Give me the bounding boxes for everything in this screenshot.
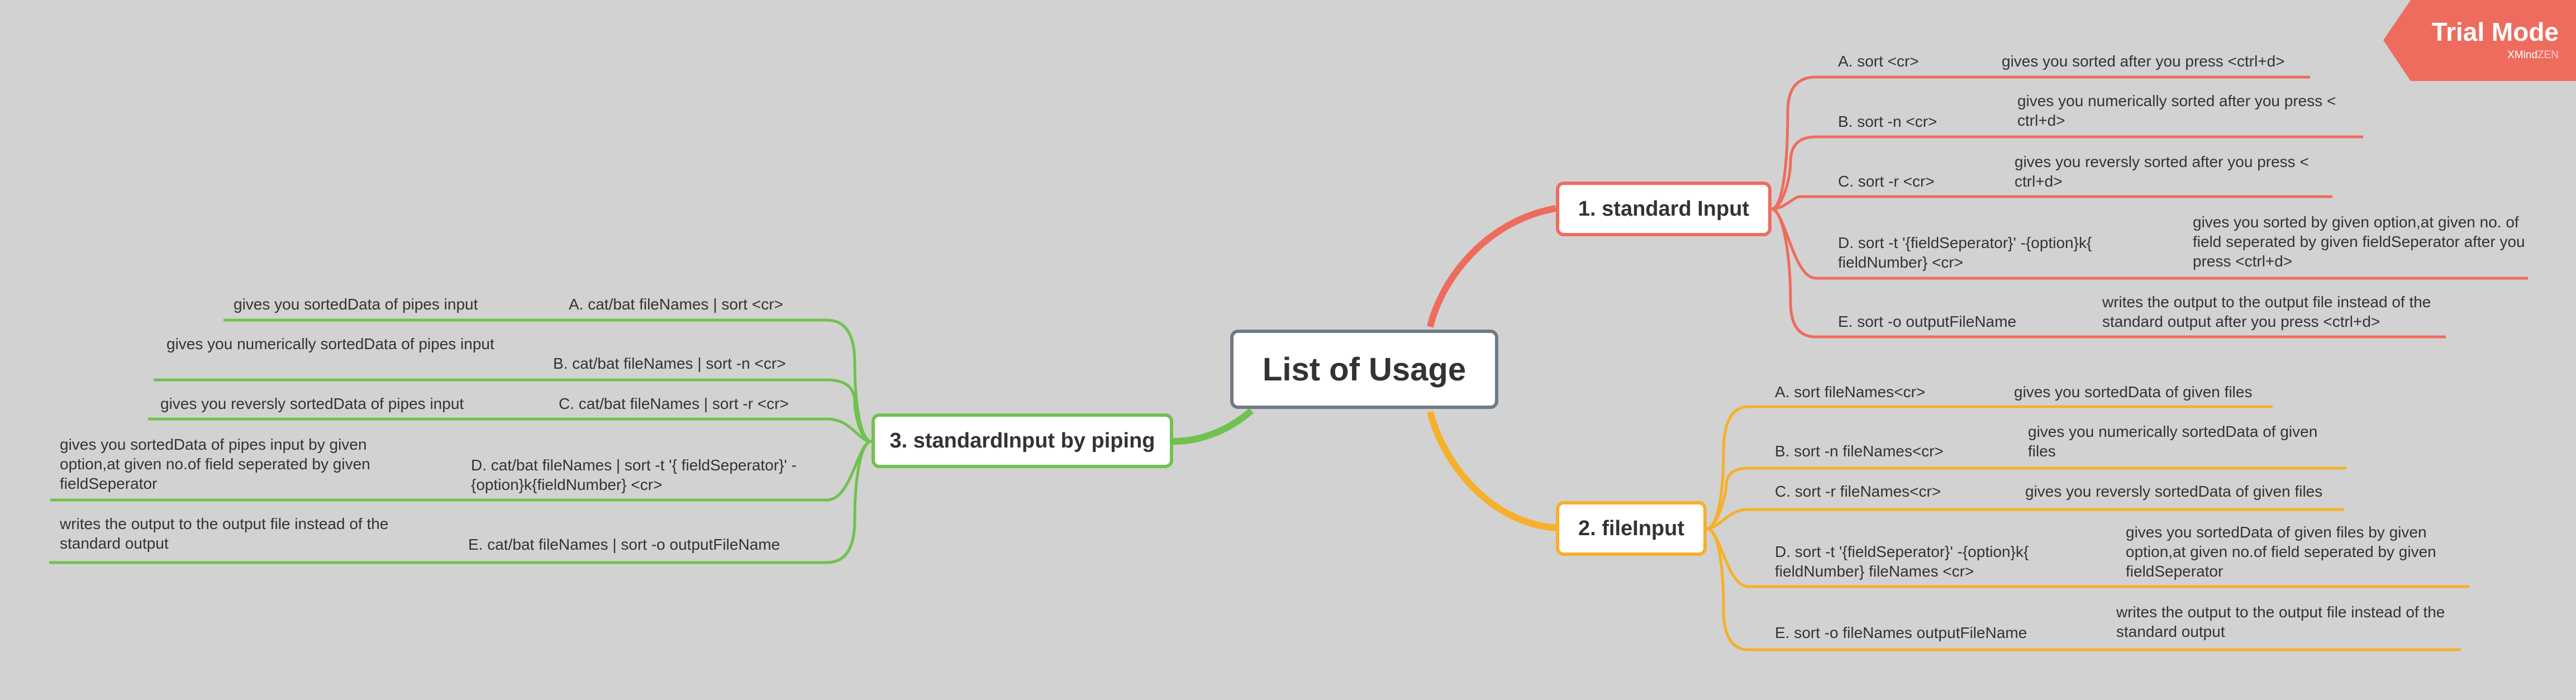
topic-standard-input[interactable]: 1. standard Input bbox=[1556, 182, 1772, 236]
subtopic-description[interactable]: gives you numerically sortedData of give… bbox=[2028, 423, 2318, 460]
subtopic-command[interactable]: E. sort -o fileNames outputFileName bbox=[1775, 624, 2027, 641]
subtopic-description[interactable]: gives you sortedData of given files by g… bbox=[2126, 523, 2436, 580]
subtopic-description[interactable]: gives you sorted by given option,at give… bbox=[2193, 213, 2525, 270]
subtopic-command[interactable]: A. cat/bat fileNames | sort <cr> bbox=[569, 296, 783, 313]
subtopic-command[interactable]: D. cat/bat fileNames | sort -t '{ fieldS… bbox=[471, 456, 797, 493]
subtopic-description[interactable]: gives you reversly sorted after you pres… bbox=[2015, 153, 2309, 190]
central-topic[interactable]: List of Usage bbox=[1230, 330, 1498, 409]
trial-mode-label[interactable]: Trial Mode bbox=[2431, 17, 2559, 46]
subtopic-command[interactable]: B. sort -n fileNames<cr> bbox=[1775, 442, 1944, 460]
brand-name: XMind bbox=[2507, 49, 2537, 61]
subtopic-command[interactable]: C. sort -r <cr> bbox=[1838, 173, 1935, 190]
subtopic-description[interactable]: gives you sortedData of given files bbox=[2014, 383, 2253, 401]
subtopic-description[interactable]: writes the output to the output file ins… bbox=[2102, 293, 2431, 330]
subtopic-description[interactable]: writes the output to the output file ins… bbox=[60, 515, 389, 552]
subtopic-command[interactable]: E. sort -o outputFileName bbox=[1838, 313, 2017, 330]
subtopic-command[interactable]: D. sort -t '{fieldSeperator}' -{option}k… bbox=[1775, 543, 2029, 580]
subtopic-command[interactable]: C. sort -r fileNames<cr> bbox=[1775, 483, 1941, 500]
topic-file-input[interactable]: 2. fileInput bbox=[1556, 501, 1707, 556]
subtopic-description[interactable]: gives you reversly sortedData of pipes i… bbox=[160, 395, 464, 412]
subtopic-command[interactable]: B. sort -n <cr> bbox=[1838, 113, 1937, 130]
xmind-brand: XMindZEN bbox=[2458, 49, 2559, 61]
subtopic-description[interactable]: gives you sortedData of pipes input by g… bbox=[60, 436, 370, 492]
subtopic-description[interactable]: gives you numerically sorted after you p… bbox=[2017, 92, 2336, 129]
subtopic-description[interactable]: gives you sortedData of pipes input bbox=[234, 296, 478, 313]
topic-standard-input-piping[interactable]: 3. standardInput by piping bbox=[872, 413, 1173, 468]
subtopic-command[interactable]: D. sort -t '{fieldSeperator}' -{option}k… bbox=[1838, 234, 2092, 271]
subtopic-description[interactable]: gives you sorted after you press <ctrl+d… bbox=[2002, 53, 2285, 70]
subtopic-command[interactable]: E. cat/bat fileNames | sort -o outputFil… bbox=[468, 536, 780, 553]
subtopic-command[interactable]: A. sort fileNames<cr> bbox=[1775, 383, 1926, 401]
subtopic-command[interactable]: B. cat/bat fileNames | sort -n <cr> bbox=[553, 355, 786, 372]
subtopic-command[interactable]: A. sort <cr> bbox=[1838, 53, 1919, 70]
brand-edition: ZEN bbox=[2537, 49, 2559, 61]
subtopic-description[interactable]: gives you reversly sortedData of given f… bbox=[2025, 483, 2323, 500]
subtopic-command[interactable]: C. cat/bat fileNames | sort -r <cr> bbox=[559, 395, 789, 412]
subtopic-description[interactable]: gives you numerically sortedData of pipe… bbox=[166, 335, 494, 353]
subtopic-description[interactable]: writes the output to the output file ins… bbox=[2116, 603, 2445, 640]
